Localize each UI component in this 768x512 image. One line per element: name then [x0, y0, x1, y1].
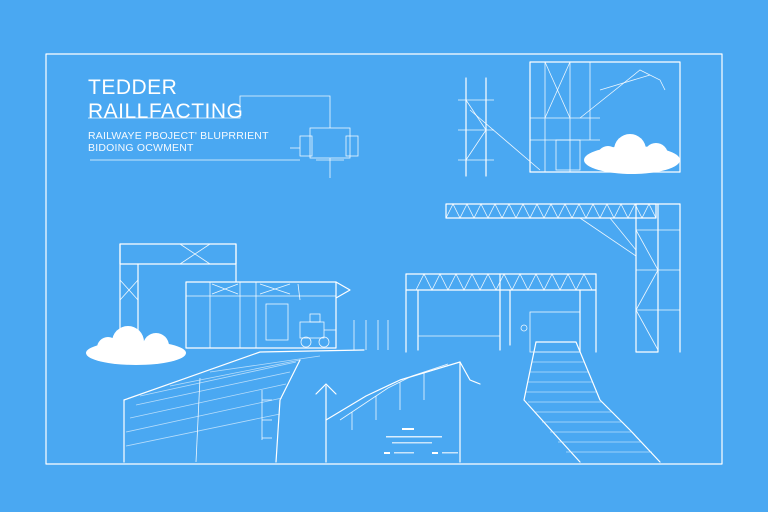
truck-icon	[299, 313, 336, 348]
upper-right-building	[529, 61, 681, 173]
annotation-block	[384, 428, 458, 454]
right-ramp	[523, 341, 661, 463]
station-building	[119, 243, 389, 350]
subtitle-line-2: BIDOING OCWMENT	[88, 142, 194, 154]
blueprint-frame	[45, 53, 723, 465]
title-line-2: RAILLFACTING	[88, 100, 244, 123]
schematic-box	[290, 127, 359, 178]
left-platform	[123, 349, 365, 463]
subtitle-line-1: RAILWAYE PBOJECT' BLUPRRIENT	[88, 130, 269, 142]
right-column	[635, 203, 681, 353]
title-line-1: TEDDER	[88, 76, 178, 99]
truss-beam	[445, 203, 657, 257]
gantry-bridge	[405, 273, 597, 353]
tower-structure	[458, 77, 541, 177]
cloud-icon	[584, 134, 680, 174]
title-leader	[88, 95, 331, 161]
cloud-icon	[86, 326, 186, 365]
central-staircase	[261, 361, 481, 463]
